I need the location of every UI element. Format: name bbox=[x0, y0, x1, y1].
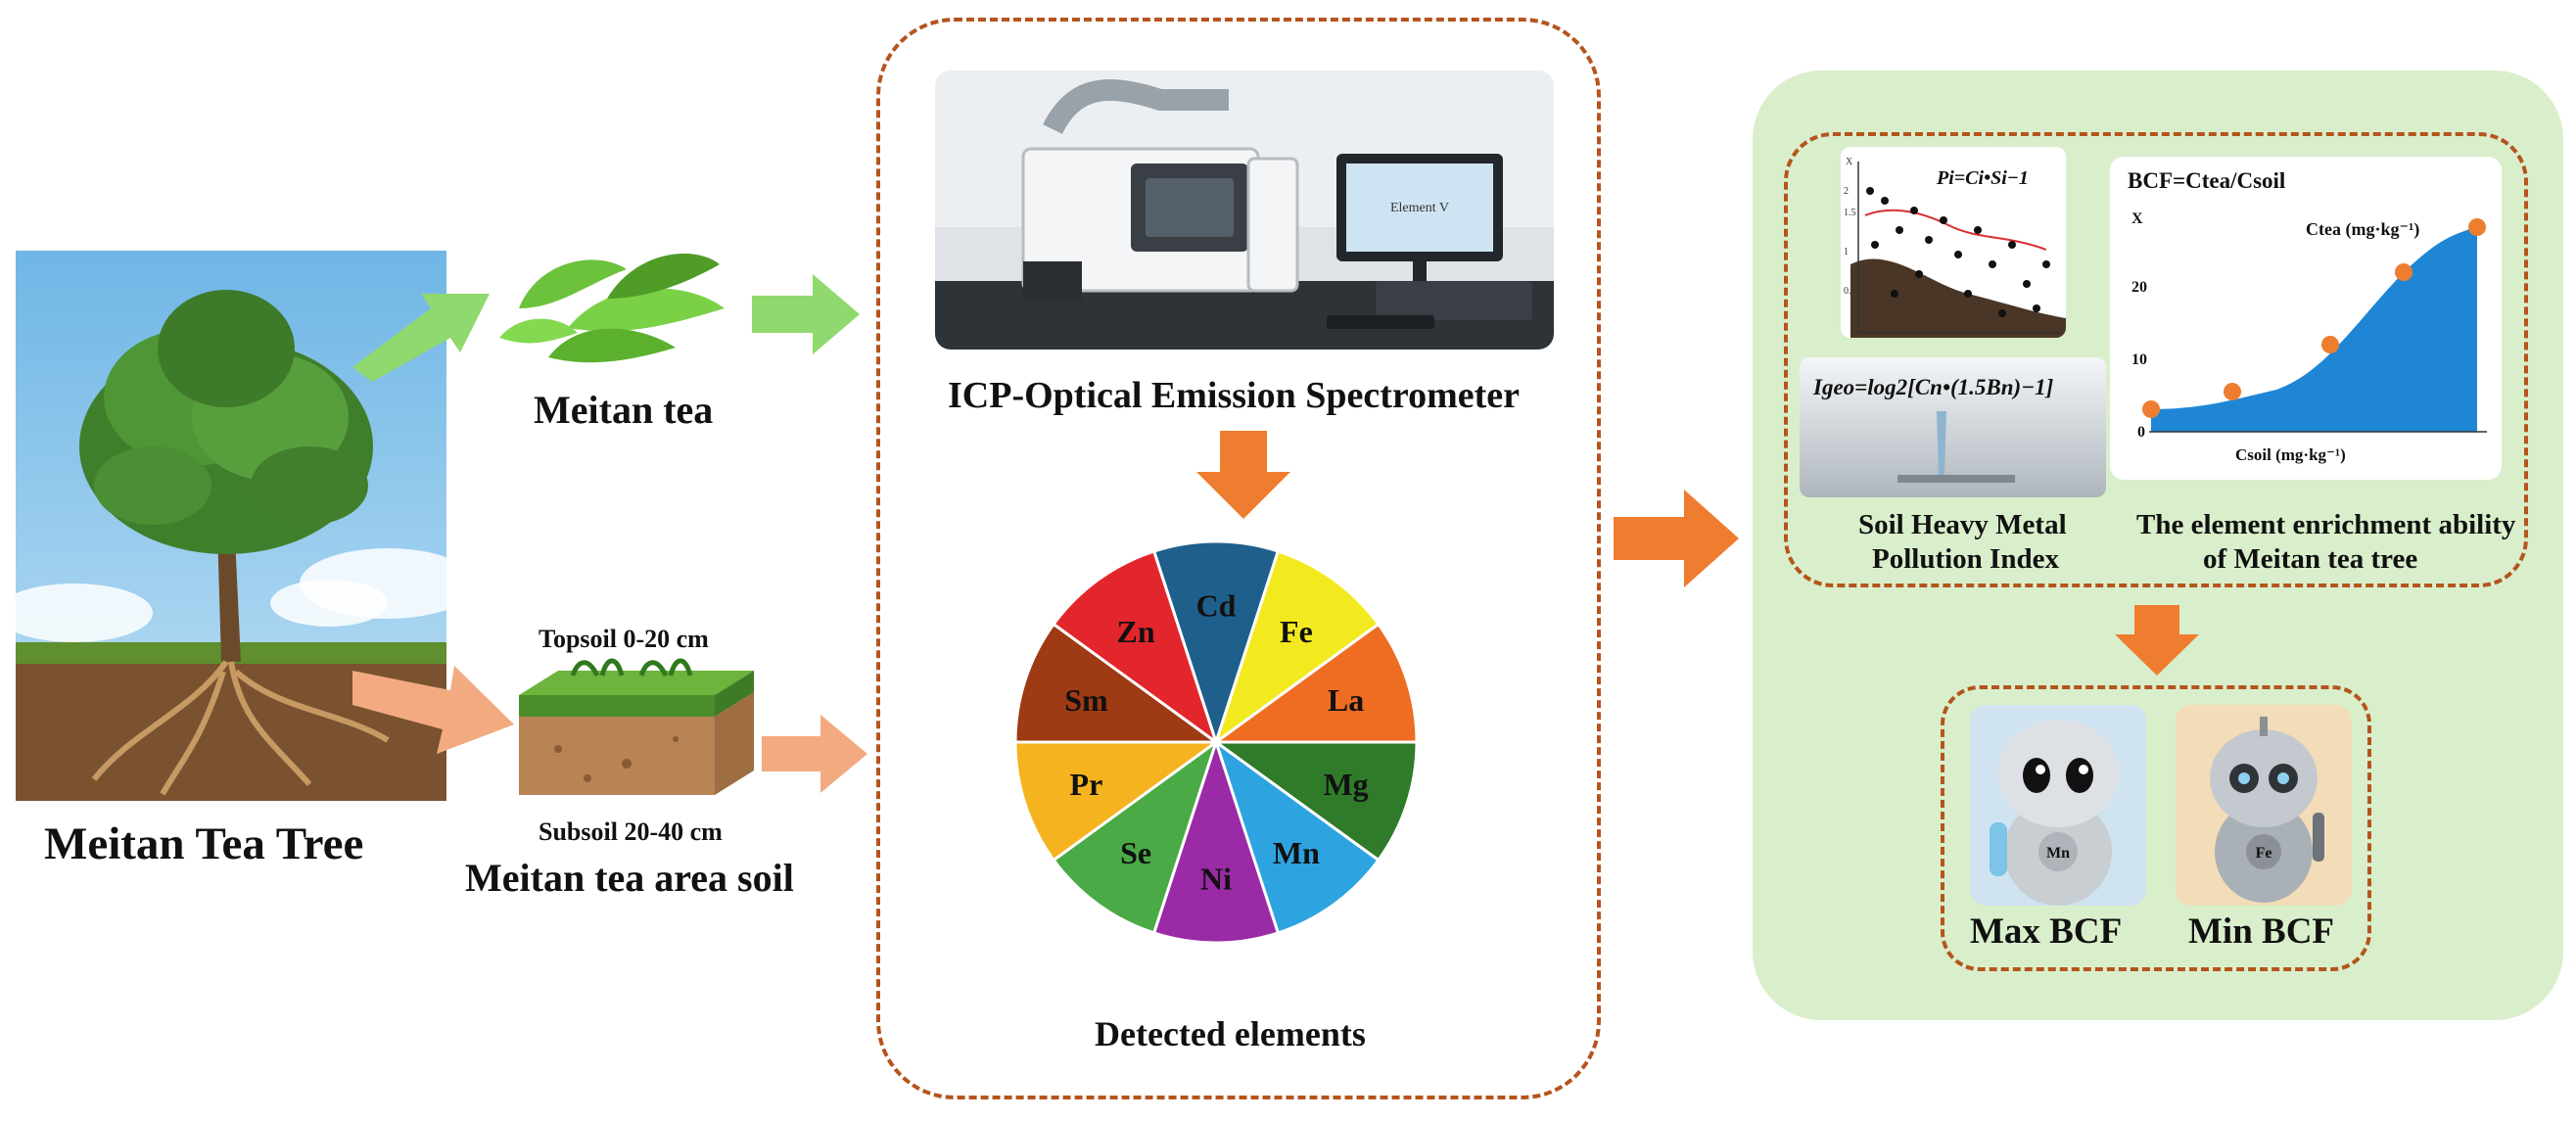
bcf-series-label: Ctea (mg·kg⁻¹) bbox=[2306, 219, 2419, 240]
element-sector-mg bbox=[1211, 740, 1419, 863]
bcf-chart: BCF=Ctea/Csoil X 20 10 0 Ctea (mg·kg⁻¹) … bbox=[2128, 168, 2487, 464]
igeo-image: Igeo=log2[Cn•(1.5Bn)−1] bbox=[1800, 357, 2106, 497]
arrow-icp-to-results bbox=[1614, 490, 1739, 587]
min-bcf-robot-image: Fe bbox=[2176, 705, 2352, 906]
monitor-text: Element V bbox=[1390, 201, 1449, 215]
arrow-tree-to-soil bbox=[352, 666, 514, 754]
element-label-se: Se bbox=[1120, 835, 1151, 870]
svg-text:0.5: 0.5 bbox=[1844, 286, 1856, 297]
element-label-fe: Fe bbox=[1280, 614, 1313, 649]
svg-text:1.5: 1.5 bbox=[1844, 208, 1856, 218]
bcf-y-axis-name: X bbox=[2131, 210, 2143, 227]
bcf-points bbox=[2142, 218, 2486, 418]
max-bcf-badge: Mn bbox=[2046, 845, 2070, 862]
arrow-tea-to-icp bbox=[752, 274, 860, 354]
icp-spectrometer-image: Element V bbox=[935, 70, 1554, 350]
bcf-point bbox=[2142, 400, 2160, 418]
meitan-tea-label: Meitan tea bbox=[534, 388, 714, 432]
analysis-dashed-frame bbox=[876, 18, 1601, 1099]
arrow-icp-to-elements bbox=[1196, 431, 1290, 519]
element-sector-se bbox=[1052, 738, 1219, 935]
element-sector-la bbox=[1211, 622, 1419, 744]
igeo-formula: Igeo=log2[Cn•(1.5Bn)−1] bbox=[1812, 375, 2054, 399]
min-bcf-label: Min BCF bbox=[2188, 911, 2335, 952]
tea-tree-label: Meitan Tea Tree bbox=[44, 818, 364, 869]
pollution-caption-line1: Soil Heavy Metal bbox=[1858, 509, 2067, 540]
detected-elements-label: Detected elements bbox=[1095, 1014, 1366, 1053]
bcf-area bbox=[2151, 227, 2477, 432]
element-sector-cd bbox=[1151, 539, 1281, 747]
bcf-point bbox=[2395, 263, 2412, 281]
max-bcf-label: Max BCF bbox=[1970, 911, 2123, 952]
topsoil-label: Topsoil 0-20 cm bbox=[539, 625, 709, 653]
arrow-tree-to-tea bbox=[352, 294, 490, 382]
element-label-la: La bbox=[1328, 682, 1364, 718]
max-bcf-robot-image: Mn bbox=[1970, 705, 2146, 906]
arrow-indices-to-bcf bbox=[2115, 605, 2199, 676]
enrichment-caption-line2: of Meitan tea tree bbox=[2203, 543, 2418, 575]
element-sector-fe bbox=[1213, 549, 1381, 746]
enrichment-caption-line1: The element enrichment ability bbox=[2136, 509, 2516, 540]
bcf-point bbox=[2321, 336, 2339, 353]
element-label-cd: Cd bbox=[1196, 588, 1237, 624]
bcf-y-tick-0: 0 bbox=[2137, 424, 2145, 441]
subsoil-label: Subsoil 20-40 cm bbox=[539, 817, 723, 846]
bcf-y-tick-20: 20 bbox=[2131, 279, 2147, 296]
tea-area-soil-label: Meitan tea area soil bbox=[465, 856, 794, 900]
pollution-caption-line2: Pollution Index bbox=[1872, 543, 2059, 575]
bcf-point bbox=[2224, 383, 2241, 400]
bcf-point bbox=[2468, 218, 2486, 236]
bcf-chart-card: BCF=Ctea/Csoil X 20 10 0 Ctea (mg·kg⁻¹) … bbox=[2110, 157, 2502, 480]
element-label-zn: Zn bbox=[1116, 614, 1154, 649]
tea-leaves-image bbox=[499, 254, 725, 363]
element-sector-pr bbox=[1013, 740, 1221, 863]
indices-dashed-frame bbox=[1784, 132, 2528, 587]
bcf-y-tick-10: 10 bbox=[2131, 351, 2147, 368]
pollution-formula: Pi=Ci•Si−1 bbox=[1936, 167, 2029, 189]
element-label-mg: Mg bbox=[1323, 767, 1368, 802]
bcf-extremes-dashed-frame bbox=[1941, 685, 2371, 971]
element-label-mn: Mn bbox=[1273, 835, 1320, 870]
pollution-index-image: X 2 1.5 1 0.5 Pi=Ci•Si−1 bbox=[1841, 147, 2066, 338]
bcf-x-label: Csoil (mg·kg⁻¹) bbox=[2235, 445, 2346, 464]
arrow-soil-to-icp bbox=[762, 715, 867, 793]
svg-text:1: 1 bbox=[1844, 247, 1849, 257]
min-bcf-badge: Fe bbox=[2256, 845, 2272, 862]
element-sector-sm bbox=[1013, 622, 1221, 744]
element-label-sm: Sm bbox=[1064, 682, 1108, 718]
svg-text:2: 2 bbox=[1844, 186, 1849, 197]
element-sector-ni bbox=[1151, 737, 1281, 945]
element-label-ni: Ni bbox=[1200, 861, 1232, 896]
svg-text:X: X bbox=[1846, 157, 1853, 167]
icp-spectrometer-label: ICP-Optical Emission Spectrometer bbox=[948, 375, 1520, 416]
element-sector-zn bbox=[1052, 549, 1219, 746]
element-sector-mn bbox=[1213, 738, 1381, 935]
soil-layers-image bbox=[519, 658, 754, 795]
element-label-pr: Pr bbox=[1070, 767, 1103, 802]
bcf-formula: BCF=Ctea/Csoil bbox=[2128, 168, 2285, 193]
